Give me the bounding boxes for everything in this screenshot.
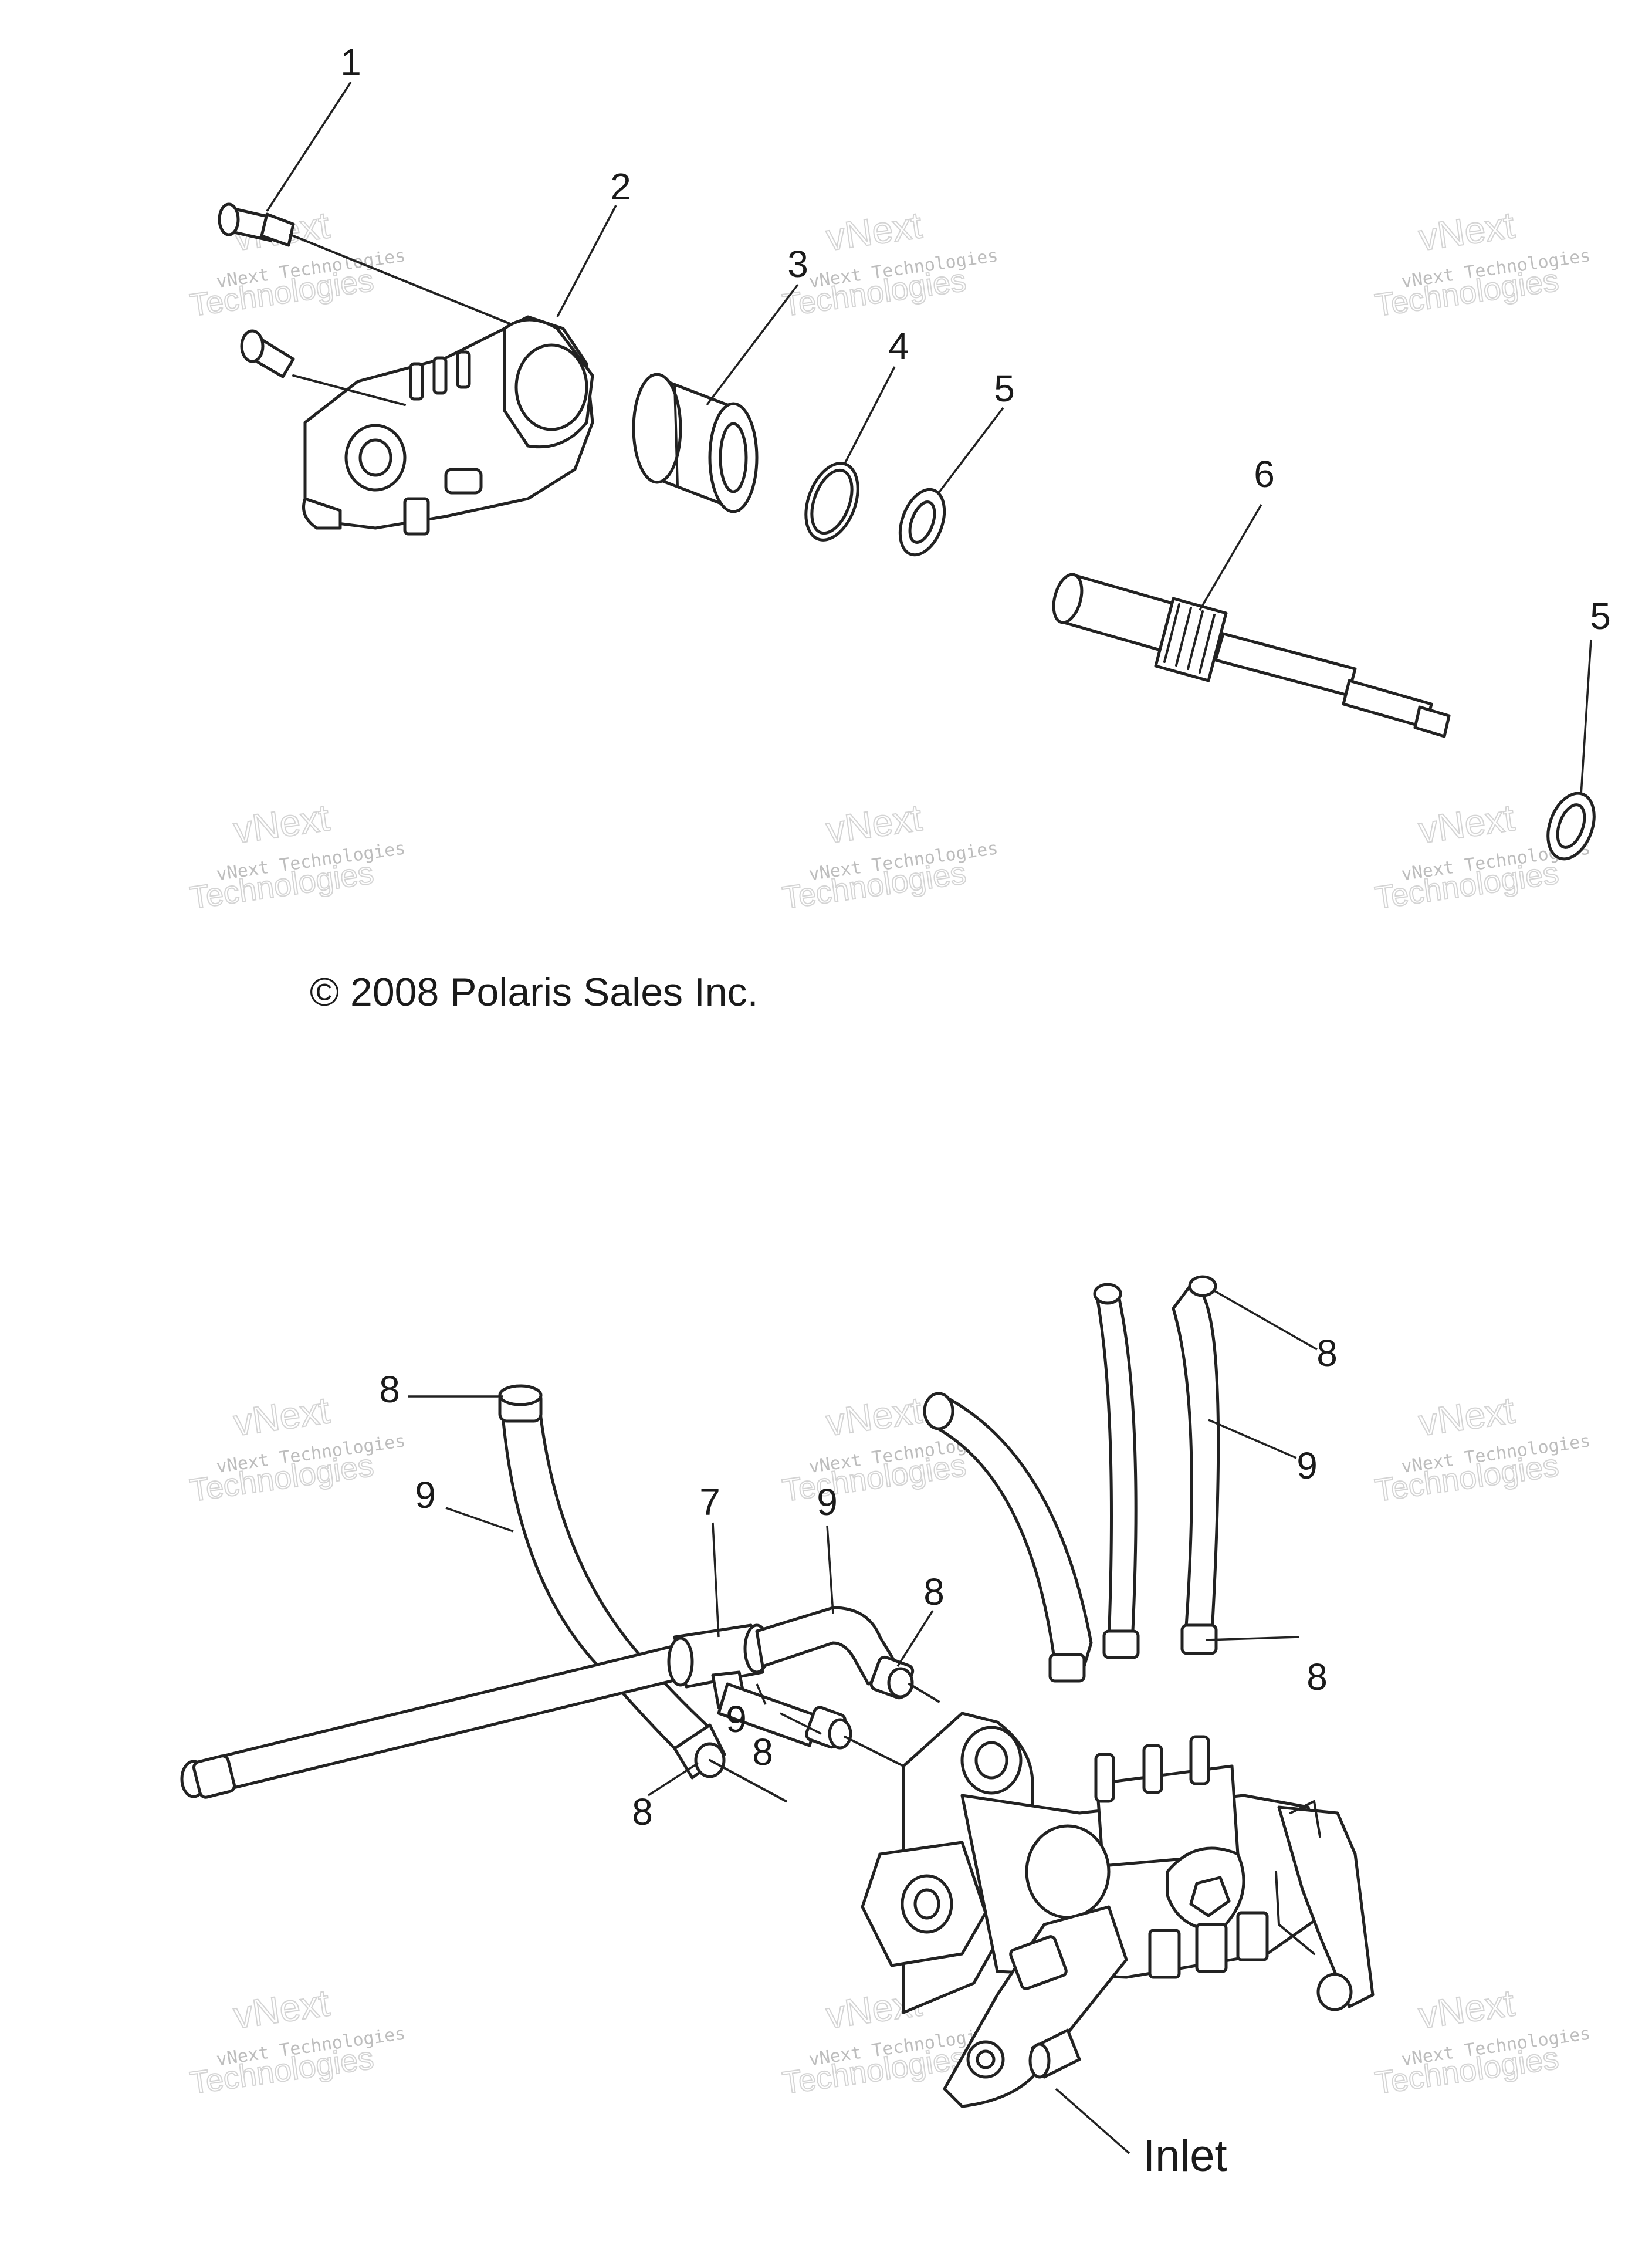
hose-vertical-2 (1172, 1275, 1220, 1655)
callout-1: 1 (340, 41, 361, 83)
watermark-tile: vNext vNext Technologies Technologies (780, 796, 999, 916)
callout-9d: 9 (1296, 1445, 1318, 1487)
svg-text:vNext: vNext (1416, 1981, 1517, 2037)
callout-8d: 8 (632, 1791, 653, 1833)
oil-pump-top (302, 315, 594, 536)
hose-left (498, 1384, 726, 1780)
svg-text:vNext: vNext (824, 1389, 925, 1444)
washer-a (898, 488, 946, 557)
svg-text:vNext: vNext (824, 204, 925, 259)
callout-6: 6 (1254, 453, 1275, 495)
callout-8e: 8 (1316, 1332, 1338, 1374)
watermark-tile: vNext vNext Technologies Technologies (187, 796, 407, 916)
bottom-leader-lines (408, 1290, 1318, 2154)
bolt-lower (240, 329, 295, 378)
svg-text:vNext: vNext (231, 796, 332, 851)
hose-bent-right (755, 1606, 915, 1700)
callout-9b: 9 (817, 1481, 838, 1523)
svg-text:vNext: vNext (231, 1389, 332, 1444)
watermark-tile: vNext vNext Technologies Technologies (187, 1981, 407, 2102)
watermark-tile: vNext vNext Technologies Technologies (187, 1388, 407, 1509)
callout-2: 2 (610, 165, 631, 208)
callout-9c: 9 (726, 1698, 747, 1740)
top-leader-lines (266, 82, 1592, 796)
inlet-label: Inlet (1143, 2131, 1227, 2181)
tee-fitting (667, 1623, 770, 1709)
callout-8a: 8 (379, 1368, 400, 1411)
svg-text:vNext: vNext (1416, 796, 1517, 851)
callout-5a: 5 (994, 367, 1015, 410)
callout-5b: 5 (1590, 595, 1611, 637)
watermark-tile: vNext vNext Technologies Technologies (1372, 1388, 1592, 1509)
oil-pump-bottom (861, 1712, 1375, 2108)
watermark-tile: vNext vNext Technologies Technologies (187, 203, 407, 324)
svg-text:vNext: vNext (1416, 1389, 1517, 1444)
hose-vertical-1 (1093, 1283, 1140, 1659)
callout-8c: 8 (752, 1731, 773, 1773)
o-ring (804, 462, 859, 542)
watermark-tile: vNext vNext Technologies Technologies (1372, 203, 1592, 324)
hose-long-horizontal (180, 1644, 685, 1799)
svg-text:vNext: vNext (231, 1981, 332, 2037)
drive-shaft-gear (1052, 573, 1451, 738)
callout-3: 3 (787, 243, 808, 285)
callout-8b: 8 (923, 1571, 945, 1613)
watermark-tile: vNext vNext Technologies Technologies (1372, 1981, 1592, 2102)
callout-8f: 8 (1306, 1656, 1328, 1698)
hose-curved-center (923, 1392, 1093, 1683)
bushing (632, 373, 759, 513)
callout-4: 4 (888, 325, 909, 367)
svg-text:vNext: vNext (824, 796, 925, 851)
svg-text:vNext: vNext (1416, 204, 1517, 259)
copyright-text: © 2008 Polaris Sales Inc. (310, 970, 759, 1014)
hose-short-tee (717, 1682, 852, 1750)
bolt-upper (218, 202, 295, 247)
callout-7: 7 (699, 1481, 720, 1523)
callout-9a: 9 (415, 1474, 436, 1516)
washer-b (1546, 792, 1596, 861)
